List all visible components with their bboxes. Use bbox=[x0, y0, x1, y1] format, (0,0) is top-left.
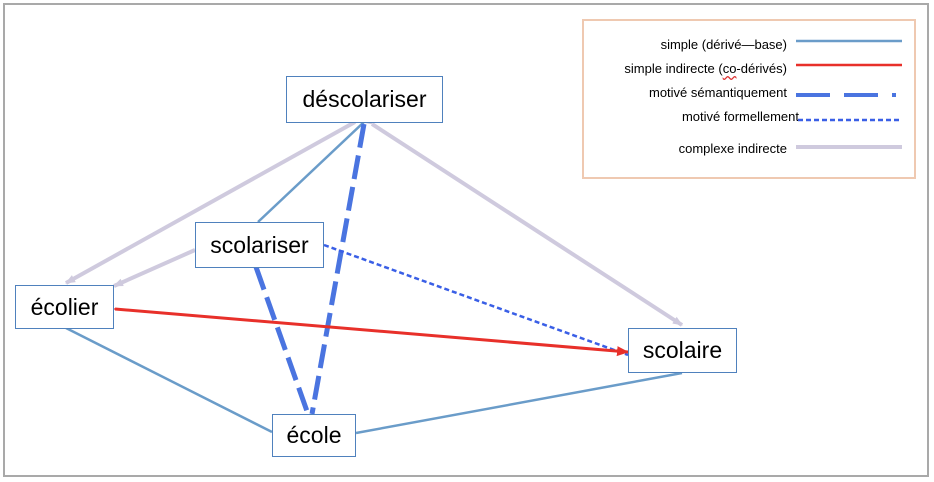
legend-formel-label: motivé formellement bbox=[681, 109, 799, 124]
legend-complexe-swatch bbox=[796, 145, 902, 149]
legend-indirecte-label: simple indirecte (co-dérivés) bbox=[624, 61, 787, 76]
node-descolariser-label: déscolariser bbox=[302, 86, 427, 112]
legend-indirecte-label-a: simple indirecte ( bbox=[624, 61, 723, 76]
node-ecole-label: école bbox=[286, 422, 342, 448]
legend-semantique-label: motivé sémantiquement bbox=[648, 85, 787, 100]
node-scolaire: scolaire bbox=[628, 328, 737, 373]
edge-semantique-descolariser-ecole bbox=[309, 123, 367, 415]
legend-indirecte-label-c: -dérivés) bbox=[736, 61, 787, 76]
node-ecole: école bbox=[272, 414, 356, 457]
node-ecolier: écolier bbox=[15, 285, 114, 329]
edge-semantique-scolariser-ecole bbox=[253, 266, 311, 415]
node-descolariser: déscolariser bbox=[286, 76, 443, 123]
legend-simple-swatch bbox=[796, 39, 902, 43]
legend-formel-swatch bbox=[798, 118, 900, 122]
legend-semantique-swatch bbox=[796, 93, 896, 97]
edge-formel-scolariser-scolaire bbox=[323, 243, 629, 357]
edge-simple-ecole-scolaire bbox=[355, 371, 683, 435]
node-scolaire-label: scolaire bbox=[642, 337, 723, 363]
edge-simple-scolariser-descolariser bbox=[257, 121, 365, 223]
node-scolariser-label: scolariser bbox=[210, 231, 309, 258]
legend-indirecte-label-b: co bbox=[722, 61, 737, 76]
legend-simple-label: simple (dérivé—base) bbox=[660, 37, 787, 52]
legend: simple (dérivé—base) simple indirecte (c… bbox=[582, 19, 916, 179]
legend-complexe-label: complexe indirecte bbox=[678, 141, 787, 156]
edge-complexe-scolariser-ecolier bbox=[113, 242, 205, 288]
edge-complexe-descolariser-scolaire bbox=[362, 115, 684, 327]
edge-indirecte-ecolier-scolaire bbox=[103, 303, 629, 357]
legend-indirecte-swatch bbox=[796, 63, 902, 67]
node-scolariser: scolariser bbox=[195, 222, 324, 268]
edge-simple-ecolier-ecole bbox=[65, 326, 273, 434]
node-ecolier-label: écolier bbox=[30, 293, 99, 320]
